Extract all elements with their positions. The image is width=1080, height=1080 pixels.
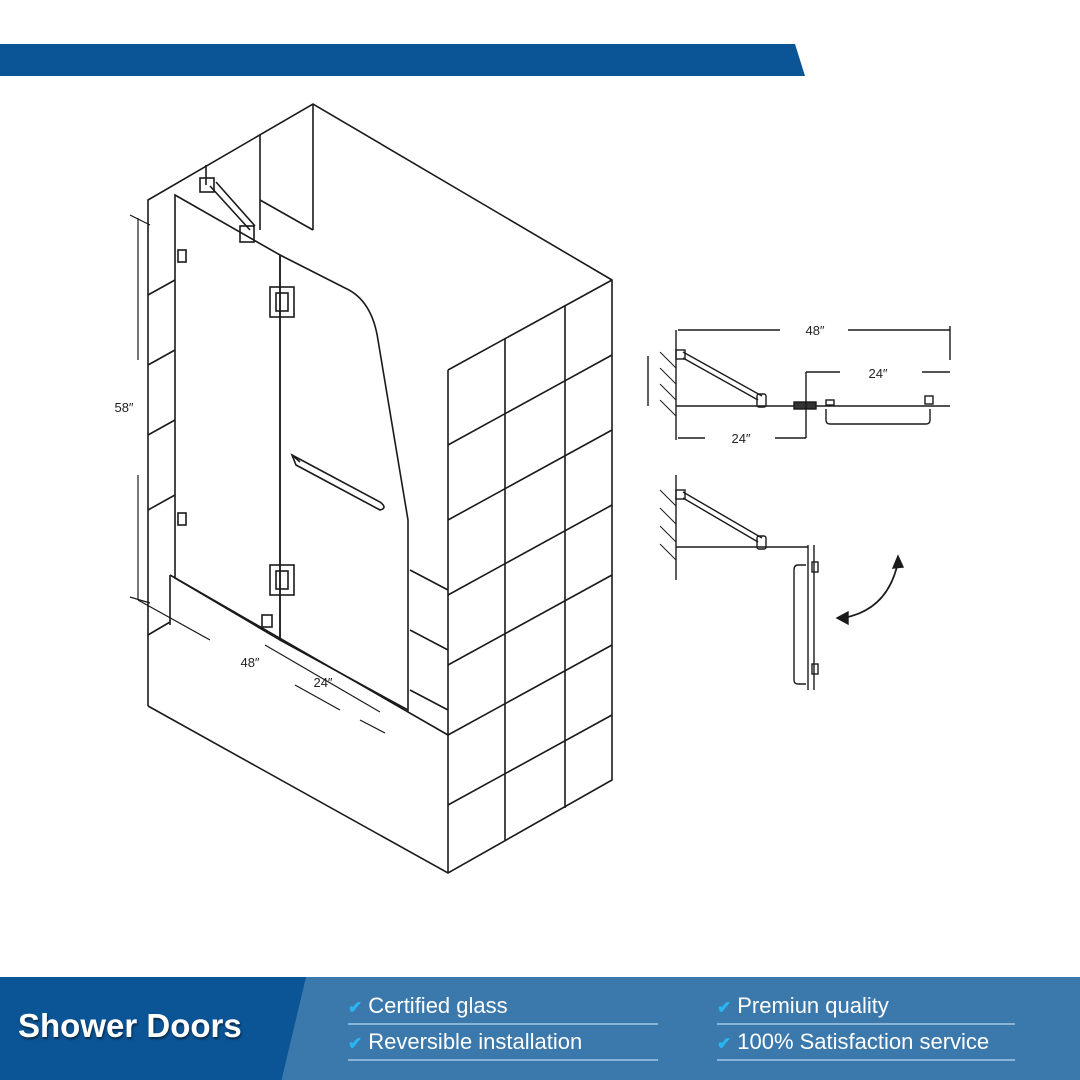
feature-label: Premiun quality (737, 993, 889, 1018)
width-48-label: 48″ (240, 655, 259, 670)
plan-view-open (659, 475, 905, 690)
check-icon: ✔ (348, 998, 363, 1017)
footer-banner: Shower Doors ✔ Certified glass ✔ Reversibl… (0, 977, 1080, 1080)
door-24-label: 24″ (313, 675, 332, 690)
swing-arrow-icon (842, 561, 899, 619)
check-icon: ✔ (348, 1034, 363, 1053)
height-58-label: 58″ (114, 400, 133, 415)
dimension-lines (129, 214, 386, 734)
plan-view-closed (647, 326, 951, 440)
shower-door-diagram: 58″ 48″ 24″ 48″ 24″ 24″ (114, 103, 951, 874)
check-icon: ✔ (717, 1034, 732, 1053)
check-icon: ✔ (717, 998, 732, 1017)
feature-item: ✔ Certified glass (348, 993, 658, 1025)
top-banner (0, 44, 805, 76)
feature-item: ✔ 100% Satisfaction service (717, 1029, 1015, 1061)
footer-title-panel: Shower Doors (0, 977, 306, 1080)
feature-item: ✔ Premiun quality (717, 993, 1015, 1025)
feature-label: 100% Satisfaction service (737, 1029, 990, 1054)
plan-door-24-label: 24″ (868, 366, 887, 381)
door-panel (269, 253, 409, 712)
fixed-glass-panel (174, 193, 281, 642)
towel-bar (290, 453, 385, 511)
footer-title: Shower Doors (18, 1007, 242, 1044)
plan-fixed-24-label: 24″ (731, 431, 750, 446)
feature-label: Certified glass (368, 993, 508, 1018)
feature-label: Reversible installation (368, 1029, 583, 1054)
feature-item: ✔ Reversible installation (348, 1029, 658, 1061)
support-bar (199, 177, 256, 243)
plan-48-label: 48″ (805, 323, 824, 338)
